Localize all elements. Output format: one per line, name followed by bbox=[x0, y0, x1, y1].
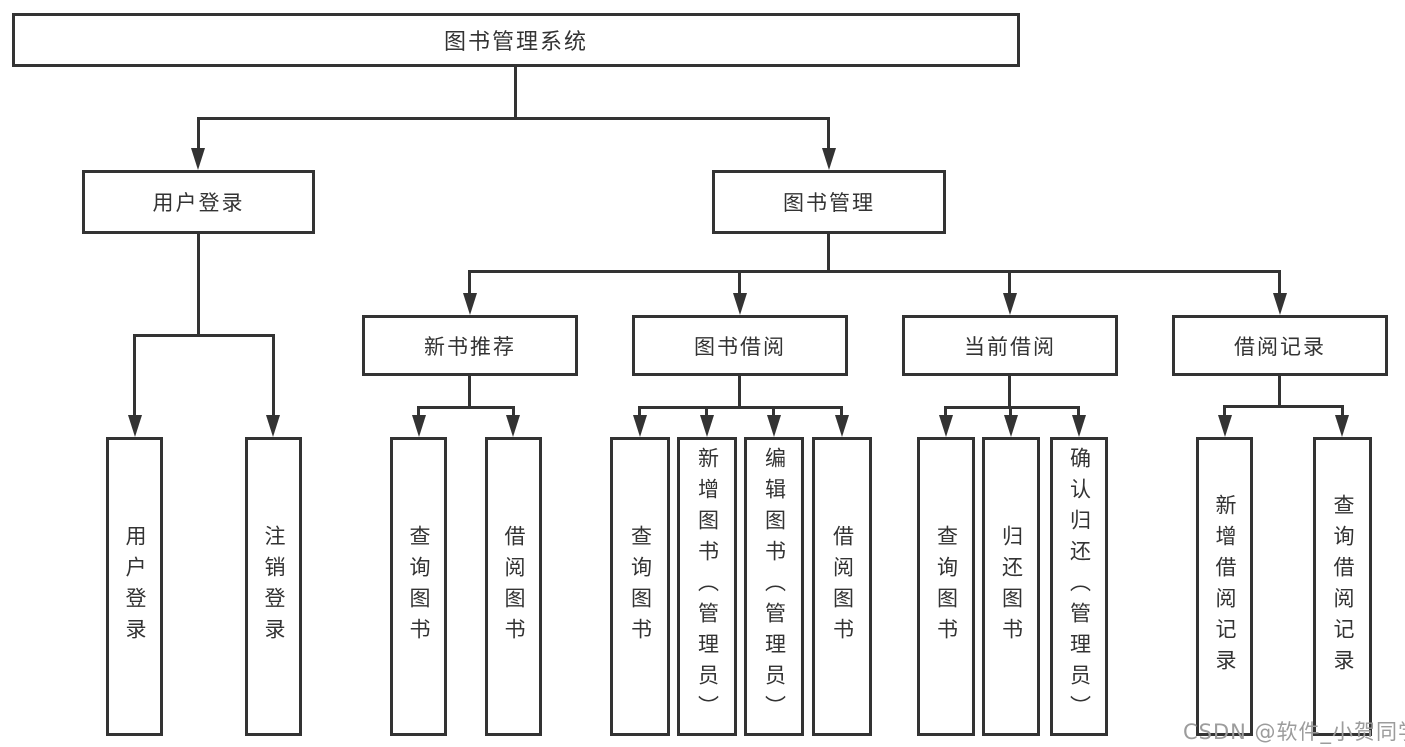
line-segment bbox=[133, 334, 136, 418]
arrow-down-icon bbox=[191, 148, 205, 170]
node-label: 借阅记录 bbox=[1234, 334, 1326, 359]
line-segment bbox=[840, 406, 843, 418]
line-segment bbox=[1341, 405, 1344, 418]
arrow-down-icon bbox=[1335, 415, 1349, 437]
leaf-add-borrow-record: 新增借阅记录 bbox=[1196, 437, 1253, 736]
node-label: 图书借阅 bbox=[694, 334, 786, 359]
line-segment bbox=[272, 334, 275, 418]
node-book-borrowing: 图书借阅 bbox=[632, 315, 848, 376]
leaf-borrow-books-recommend: 借阅图书 bbox=[485, 437, 542, 736]
line-segment bbox=[738, 270, 741, 296]
line-segment bbox=[1223, 405, 1344, 408]
leaf-return-books: 归还图书 bbox=[982, 437, 1040, 736]
line-segment bbox=[772, 406, 775, 418]
line-segment bbox=[827, 117, 830, 151]
arrow-down-icon bbox=[767, 415, 781, 437]
arrow-down-icon bbox=[1004, 415, 1018, 437]
arrow-down-icon bbox=[506, 415, 520, 437]
node-label: 用户登录 bbox=[123, 524, 148, 649]
line-segment bbox=[1008, 374, 1011, 408]
leaf-query-borrow-record: 查询借阅记录 bbox=[1313, 437, 1372, 736]
node-new-book-recommend: 新书推荐 bbox=[362, 315, 578, 376]
node-label: 归还图书 bbox=[999, 524, 1024, 649]
arrow-down-icon bbox=[1072, 415, 1086, 437]
arrow-down-icon bbox=[463, 293, 477, 315]
leaf-query-books-recommend: 查询图书 bbox=[390, 437, 447, 736]
node-label: 用户登录 bbox=[152, 191, 245, 215]
line-segment bbox=[197, 232, 200, 336]
node-label: 查询借阅记录 bbox=[1331, 493, 1356, 680]
arrow-down-icon bbox=[939, 415, 953, 437]
node-label: 编辑图书（管理员） bbox=[762, 447, 787, 726]
line-segment bbox=[705, 406, 708, 418]
arrow-down-icon bbox=[1003, 293, 1017, 315]
arrow-down-icon bbox=[835, 415, 849, 437]
line-segment bbox=[638, 406, 843, 409]
line-segment bbox=[1008, 270, 1011, 296]
arrow-down-icon bbox=[733, 293, 747, 315]
leaf-borrow-books: 借阅图书 bbox=[812, 437, 872, 736]
line-segment bbox=[417, 406, 420, 418]
line-segment bbox=[1223, 405, 1226, 418]
line-segment bbox=[468, 270, 471, 296]
line-segment bbox=[468, 374, 471, 408]
arrow-down-icon bbox=[412, 415, 426, 437]
line-segment bbox=[514, 64, 517, 119]
line-segment bbox=[512, 406, 515, 418]
node-label: 图书管理 bbox=[783, 191, 875, 215]
arrow-down-icon bbox=[128, 415, 142, 437]
line-segment bbox=[133, 334, 275, 337]
node-label: 查询图书 bbox=[407, 524, 432, 649]
line-segment bbox=[1077, 406, 1080, 418]
node-current-borrowing: 当前借阅 bbox=[902, 315, 1118, 376]
line-segment bbox=[944, 406, 1080, 409]
line-segment bbox=[417, 406, 515, 409]
leaf-edit-books-admin: 编辑图书（管理员） bbox=[744, 437, 804, 736]
line-segment bbox=[1278, 374, 1281, 408]
leaf-query-books-borrow: 查询图书 bbox=[610, 437, 670, 736]
arrow-down-icon bbox=[822, 148, 836, 170]
line-segment bbox=[468, 270, 1281, 273]
line-segment bbox=[1009, 406, 1012, 418]
node-label: 图书管理系统 bbox=[443, 30, 588, 55]
node-user-login: 用户登录 bbox=[82, 170, 315, 234]
node-label: 查询图书 bbox=[934, 524, 959, 649]
node-label: 新书推荐 bbox=[424, 334, 516, 359]
node-library-management-system: 图书管理系统 bbox=[12, 13, 1020, 67]
node-label: 借阅图书 bbox=[502, 524, 527, 649]
arrow-down-icon bbox=[633, 415, 647, 437]
node-label: 查询图书 bbox=[628, 524, 653, 649]
line-segment bbox=[197, 117, 830, 120]
arrow-down-icon bbox=[700, 415, 714, 437]
leaf-logout: 注销登录 bbox=[245, 437, 302, 736]
line-segment bbox=[1278, 270, 1281, 296]
line-segment bbox=[197, 117, 200, 151]
node-label: 确认归还（管理员） bbox=[1067, 447, 1092, 726]
line-segment bbox=[638, 406, 641, 418]
leaf-confirm-return-admin: 确认归还（管理员） bbox=[1050, 437, 1108, 736]
node-label: 注销登录 bbox=[262, 524, 287, 649]
line-segment bbox=[827, 232, 830, 272]
arrow-down-icon bbox=[1218, 415, 1232, 437]
node-label: 借阅图书 bbox=[830, 524, 855, 649]
leaf-query-books-current: 查询图书 bbox=[917, 437, 975, 736]
node-book-management: 图书管理 bbox=[712, 170, 946, 234]
node-label: 新增图书（管理员） bbox=[695, 447, 720, 726]
leaf-add-books-admin: 新增图书（管理员） bbox=[677, 437, 737, 736]
arrow-down-icon bbox=[1273, 293, 1287, 315]
line-segment bbox=[738, 374, 741, 408]
node-label: 新增借阅记录 bbox=[1213, 493, 1238, 680]
line-segment bbox=[944, 406, 947, 418]
leaf-user-login: 用户登录 bbox=[106, 437, 163, 736]
node-borrow-records: 借阅记录 bbox=[1172, 315, 1388, 376]
node-label: 当前借阅 bbox=[964, 334, 1056, 359]
arrow-down-icon bbox=[266, 415, 280, 437]
csdn-watermark: CSDN @软件_小贺同学 bbox=[1183, 720, 1405, 744]
